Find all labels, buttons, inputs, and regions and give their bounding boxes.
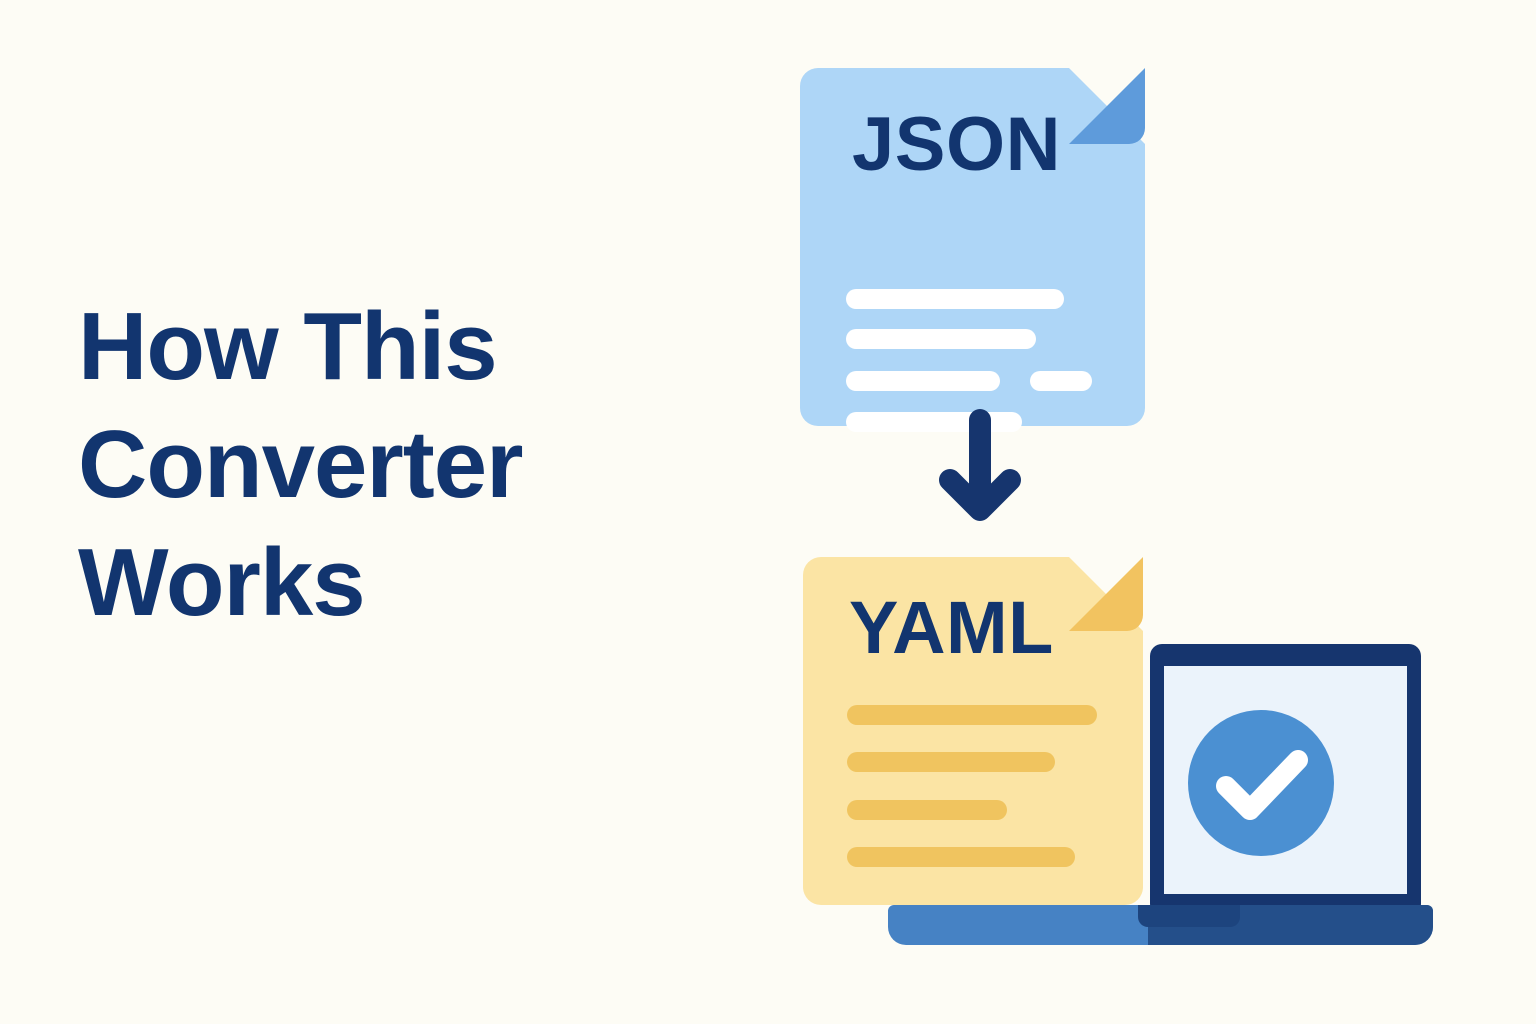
yaml-label: YAML xyxy=(849,586,1054,669)
yaml-content-line xyxy=(847,752,1055,772)
json-content-line xyxy=(846,371,1000,391)
json-document-icon: JSON xyxy=(800,68,1145,432)
yaml-content-line xyxy=(847,705,1097,725)
json-label: JSON xyxy=(852,102,1061,187)
page-title: How This Converter Works xyxy=(78,293,523,636)
yaml-content-line xyxy=(847,800,1007,820)
arrow-down-icon xyxy=(939,409,1021,521)
yaml-document-icon: YAML xyxy=(803,557,1143,905)
yaml-content-line xyxy=(847,847,1075,867)
check-circle-icon xyxy=(1188,710,1334,856)
laptop-base-notch xyxy=(1138,905,1240,927)
laptop-icon xyxy=(888,640,1433,948)
json-content-line xyxy=(846,329,1036,349)
check-mark-icon xyxy=(1216,750,1308,820)
json-content-line xyxy=(846,289,1064,309)
json-content-line xyxy=(1030,371,1092,391)
